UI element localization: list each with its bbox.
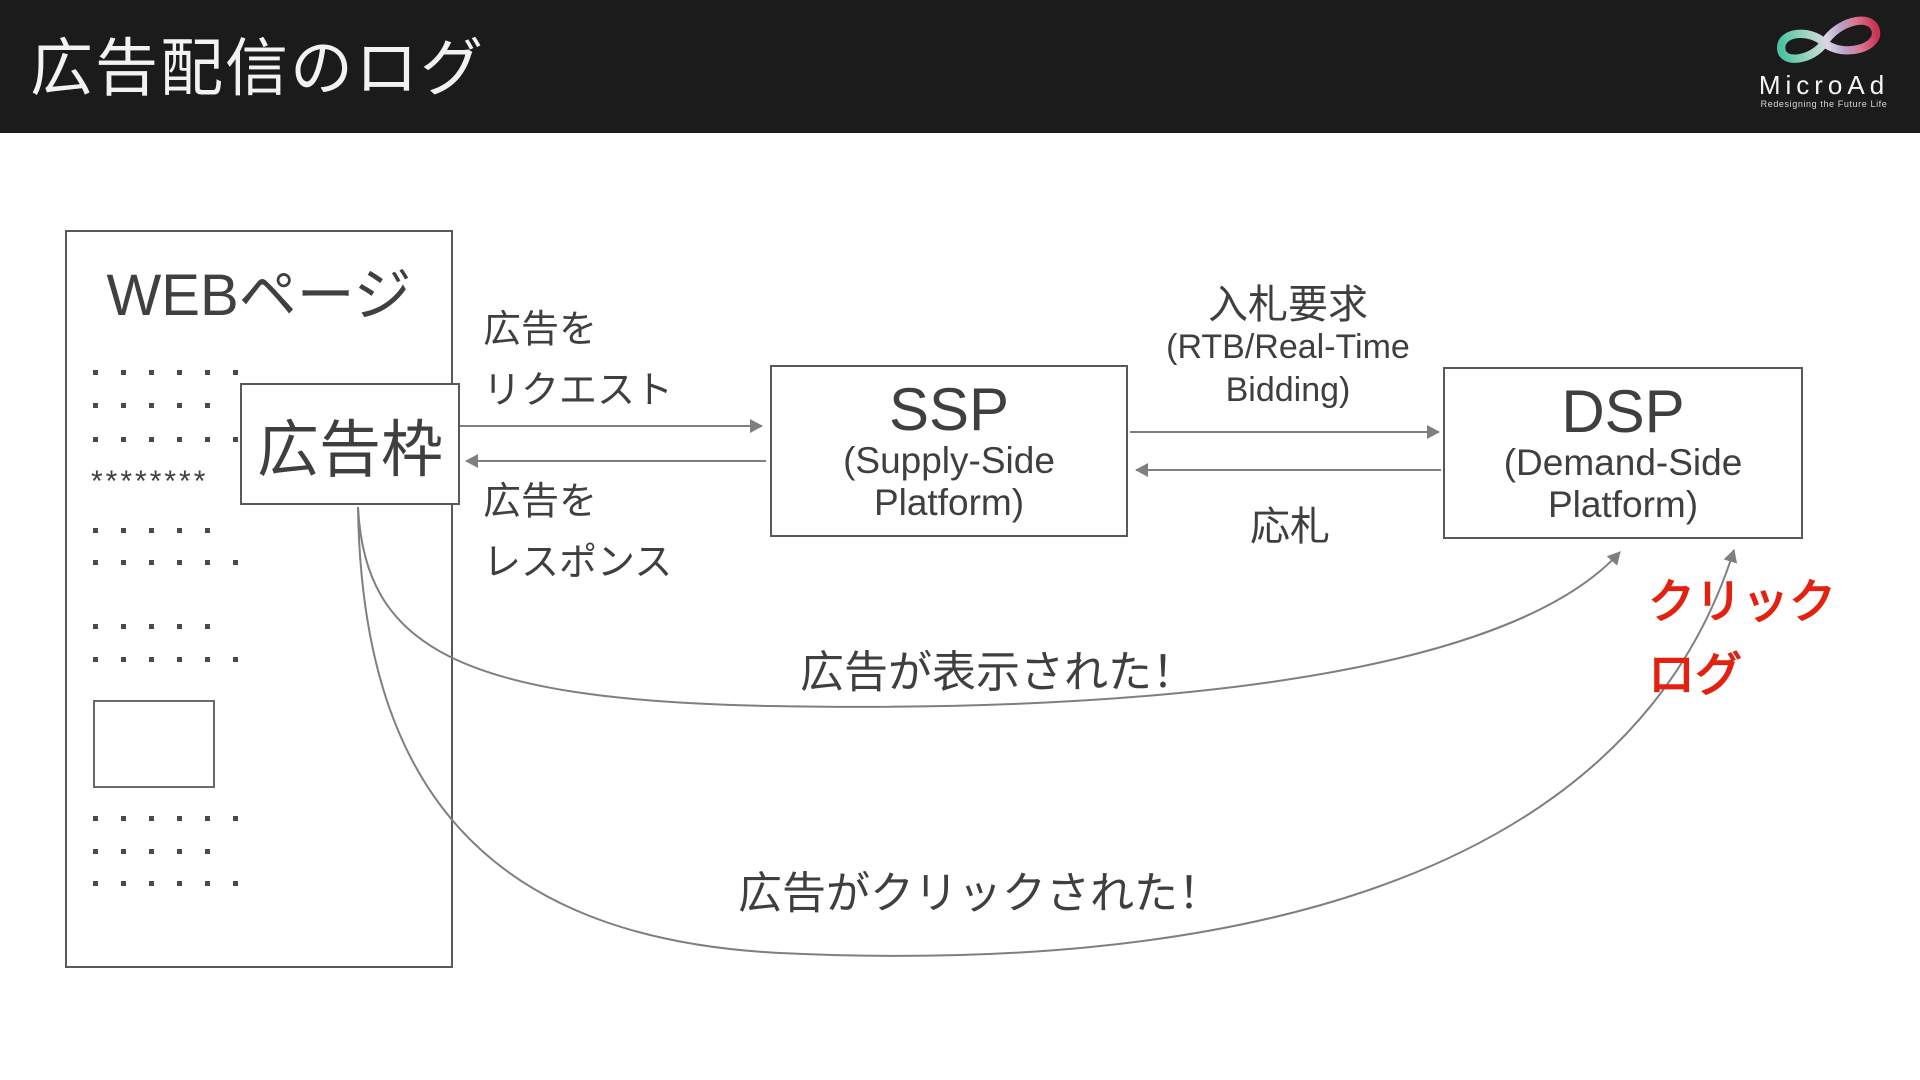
microad-logo-tagline: Redesigning the Future Life xyxy=(1760,99,1888,109)
dot-row xyxy=(93,437,238,442)
microad-logo-text: MicroAd xyxy=(1758,70,1890,100)
microad-logo: MicroAd Redesigning the Future Life xyxy=(1742,4,1906,111)
dsp-subtitle-line2: Platform) xyxy=(1547,483,1699,525)
webpage-asterisks: ******** xyxy=(91,465,209,498)
ad-response-label: 広告を レスポンス xyxy=(483,481,673,584)
ad-slot-label: 広告枠 xyxy=(256,416,443,485)
page-title: 広告配信のログ xyxy=(30,33,485,104)
webpage-title: WEBページ xyxy=(106,263,412,328)
dot-row xyxy=(93,816,238,821)
dsp-box: DSP (Demand-Side Platform) xyxy=(1443,367,1803,539)
dot-row xyxy=(93,370,238,375)
dsp-subtitle-line1: (Demand-Side xyxy=(1503,442,1743,484)
dsp-name: DSP xyxy=(1561,377,1685,445)
impression-log-label: 広告が表示された！ xyxy=(800,648,1196,697)
ssp-name: SSP xyxy=(888,375,1010,443)
dot-row xyxy=(93,560,238,565)
dot-row xyxy=(93,528,210,533)
bid-response-label: 応札 xyxy=(1250,505,1330,549)
ssp-subtitle-line1: (Supply-Side xyxy=(843,440,1055,482)
ad-slot-box: 広告枠 xyxy=(240,383,460,505)
dot-row xyxy=(93,881,238,886)
dot-row xyxy=(93,657,238,662)
bid-request-label: 入札要求 xyxy=(1208,283,1368,327)
ssp-box: SSP (Supply-Side Platform) xyxy=(770,365,1128,537)
dot-row xyxy=(93,403,210,408)
dot-row xyxy=(93,849,210,854)
slide-header: 広告配信のログ MicroAd Redesi xyxy=(0,0,1920,133)
webpage-image-placeholder xyxy=(93,700,215,788)
bid-request-sublabel: (RTB/Real-Time Bidding) xyxy=(1166,328,1410,410)
webpage-box xyxy=(65,230,453,968)
ssp-subtitle-line2: Platform) xyxy=(873,481,1025,523)
dot-row xyxy=(93,624,210,629)
ad-request-label: 広告を リクエスト xyxy=(483,309,674,412)
infinity-ribbon-icon xyxy=(1777,16,1881,63)
click-event-label: 広告がクリックされた！ xyxy=(738,869,1222,918)
click-log-label: クリック ログ xyxy=(1648,575,1836,701)
